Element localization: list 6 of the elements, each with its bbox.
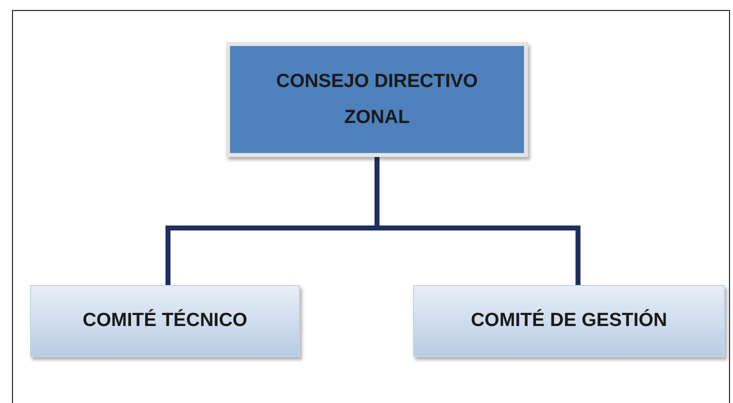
box-label: COMITÉ DE GESTIÓN (470, 308, 668, 333)
box-label: COMITÉ TÉCNICO (82, 308, 248, 333)
org-box (30, 285, 300, 357)
box-label: CONSEJO DIRECTIVO ZONAL (275, 70, 479, 130)
org-box (413, 285, 725, 357)
org-box (226, 42, 528, 157)
